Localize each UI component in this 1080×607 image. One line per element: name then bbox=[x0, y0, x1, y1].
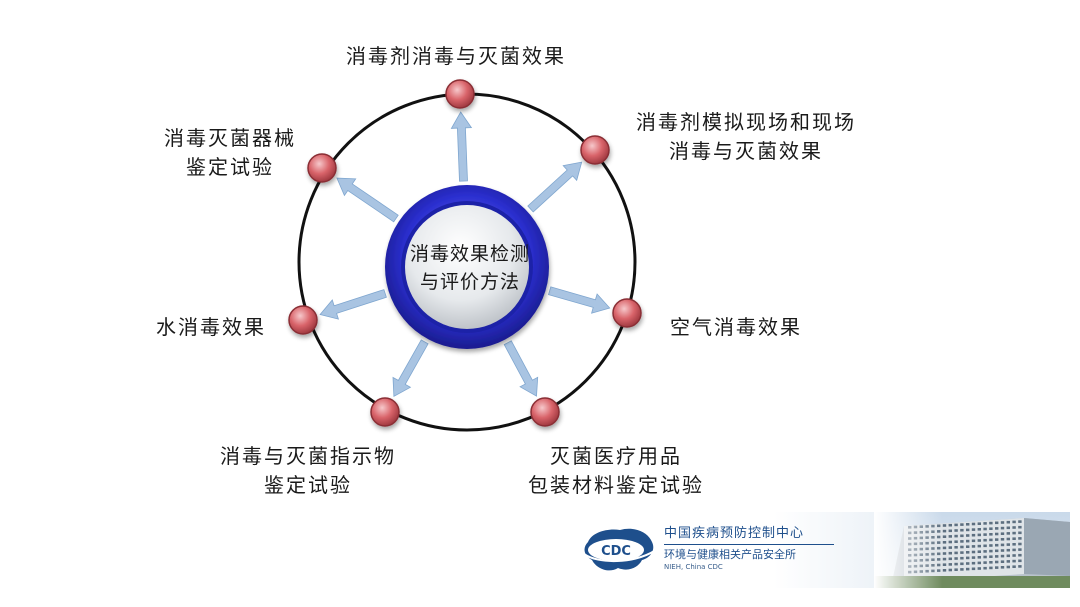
node-right bbox=[612, 298, 642, 328]
node-left bbox=[288, 305, 318, 335]
label-upper-left: 消毒灭菌器械 鉴定试验 bbox=[164, 124, 296, 182]
org-block: 中国疾病预防控制中心 环境与健康相关产品安全所 NIEH, China CDC bbox=[664, 526, 894, 572]
arrow-upper-left bbox=[336, 177, 399, 223]
node-lower-right bbox=[530, 397, 560, 427]
arrow-lower-left bbox=[392, 339, 429, 397]
nodes-group bbox=[288, 79, 642, 427]
label-right-line-1: 空气消毒效果 bbox=[670, 315, 802, 339]
label-upper-right-line-1: 消毒剂模拟现场和现场 bbox=[636, 110, 856, 134]
label-lower-right-line-2: 包装材料鉴定试验 bbox=[528, 473, 704, 497]
arrow-upper-right bbox=[527, 161, 583, 213]
label-lower-left-line-1: 消毒与灭菌指示物 bbox=[220, 444, 396, 468]
cdc-logo-text: CDC bbox=[601, 544, 631, 559]
center-title: 消毒效果检测 与评价方法 bbox=[395, 240, 545, 296]
node-top bbox=[445, 79, 475, 109]
label-upper-left-line-2: 鉴定试验 bbox=[186, 155, 274, 179]
central-hub bbox=[385, 185, 549, 349]
label-top: 消毒剂消毒与灭菌效果 bbox=[346, 42, 566, 71]
arrow-right bbox=[548, 286, 611, 314]
org-name: 中国疾病预防控制中心 bbox=[664, 526, 805, 541]
arrow-lower-right bbox=[503, 340, 539, 397]
building-photo bbox=[874, 512, 1070, 588]
label-right: 空气消毒效果 bbox=[670, 313, 802, 342]
label-left-line-1: 水消毒效果 bbox=[156, 315, 266, 339]
arrow-left bbox=[319, 289, 387, 320]
arrows-group bbox=[319, 111, 611, 397]
label-lower-right: 灭菌医疗用品 包装材料鉴定试验 bbox=[528, 442, 704, 500]
label-top-line-1: 消毒剂消毒与灭菌效果 bbox=[346, 44, 566, 68]
center-title-line-2: 与评价方法 bbox=[419, 271, 520, 293]
org-english-name: NIEH, China CDC bbox=[664, 563, 723, 571]
label-lower-left: 消毒与灭菌指示物 鉴定试验 bbox=[220, 442, 396, 500]
label-lower-right-line-1: 灭菌医疗用品 bbox=[550, 444, 682, 468]
cdc-logo-icon: CDC bbox=[583, 528, 657, 571]
org-divider bbox=[664, 544, 834, 545]
label-left: 水消毒效果 bbox=[156, 313, 266, 342]
center-title-line-1: 消毒效果检测 bbox=[409, 243, 530, 265]
node-upper-left bbox=[307, 153, 337, 183]
label-upper-right: 消毒剂模拟现场和现场 消毒与灭菌效果 bbox=[636, 108, 856, 166]
label-upper-left-line-1: 消毒灭菌器械 bbox=[164, 126, 296, 150]
node-lower-left bbox=[370, 397, 400, 427]
node-upper-right bbox=[580, 135, 610, 165]
org-subtitle: 环境与健康相关产品安全所 bbox=[664, 548, 796, 561]
label-lower-left-line-2: 鉴定试验 bbox=[264, 473, 352, 497]
label-upper-right-line-2: 消毒与灭菌效果 bbox=[669, 139, 823, 163]
arrow-top bbox=[450, 111, 473, 182]
footer-banner: CDC 中国疾病预防控制中心 环境与健康相关产品安全所 NIEH, China … bbox=[576, 512, 1070, 588]
